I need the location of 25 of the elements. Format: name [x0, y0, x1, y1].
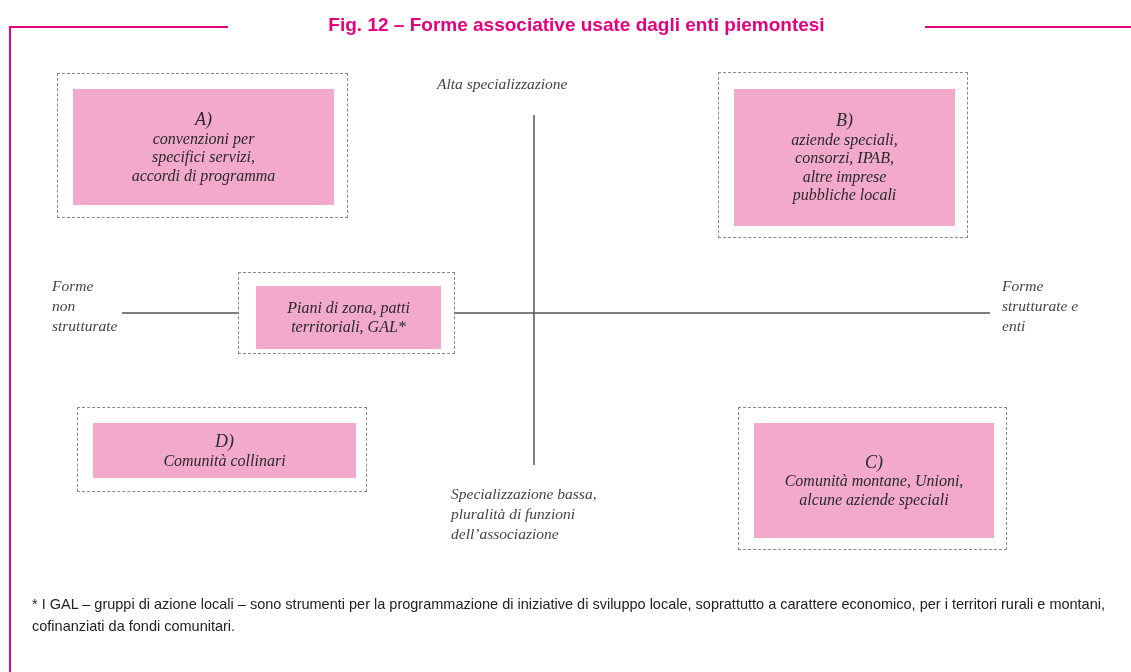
axis-label: Alta specializzazione — [437, 74, 569, 94]
category-box — [256, 286, 441, 349]
axis-label: Forme strutturate e enti — [1002, 276, 1080, 337]
footnote: * I GAL – gruppi di azione locali – sono strumenti per la programmazione di iniziative di sviluppo locale, soprattutto a carattere economico, per i territori rurali e montani, cofinanziati da fondi comunitari. — [32, 595, 1106, 636]
category-box — [73, 89, 334, 205]
figure-title: Fig. 12 – Forme associative usate dagli enti piemontesi — [327, 14, 826, 36]
box-text: convenzioni per specifici servizi, accordi di programma — [130, 129, 277, 185]
dashed-frame — [738, 407, 1007, 550]
box-text: Comunità collinari — [163, 451, 286, 471]
box-text: aziende speciali, consorzi, IPAB, altre imprese pubbliche locali — [790, 131, 899, 205]
box-heading: D) — [215, 430, 234, 452]
box-heading: C) — [865, 451, 883, 473]
box-heading: B) — [836, 110, 853, 132]
category-box — [93, 423, 356, 478]
box-heading: A) — [195, 109, 212, 130]
dashed-frame — [238, 272, 455, 354]
category-box — [734, 89, 955, 226]
category-box — [754, 423, 994, 538]
box-text: Piani di zona, patti territoriali, GAL* — [286, 299, 411, 336]
dashed-frame — [718, 72, 968, 238]
axis-label: Forme non strutturate — [52, 276, 118, 337]
axis-label: Specializzazione bassa, pluralità di funzioni dell’associazione — [451, 484, 598, 545]
dashed-frame — [57, 73, 348, 218]
box-text: Comunità montane, Unioni, alcune aziende speciali — [784, 472, 964, 510]
dashed-frame — [77, 407, 367, 492]
